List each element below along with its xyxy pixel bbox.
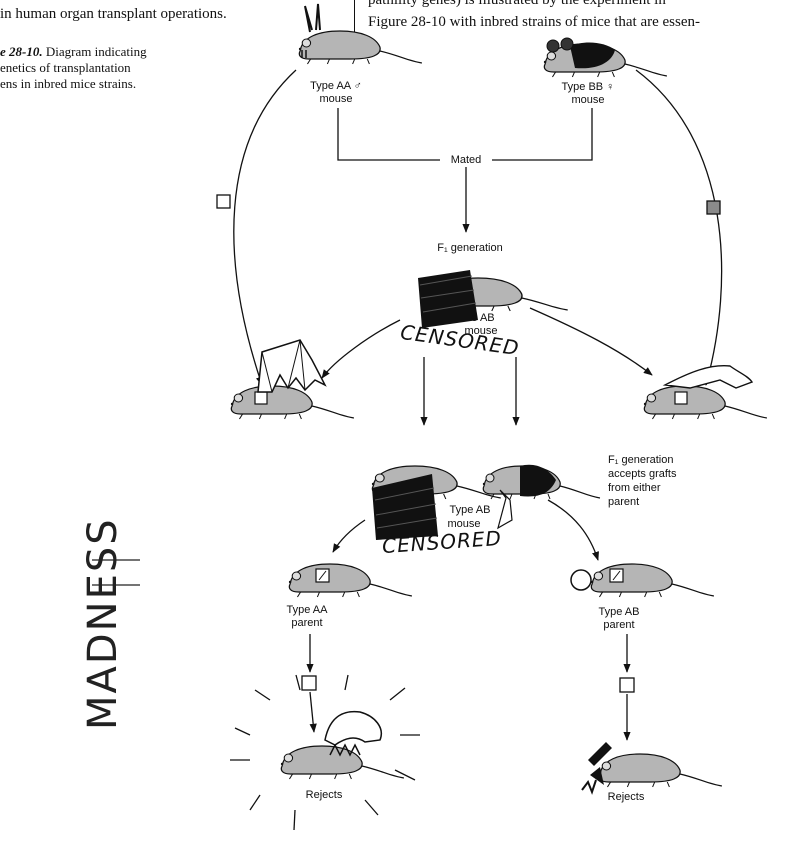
graft-square-bb [706,200,721,215]
label-type-aa-male: Type AA ♂ [310,80,362,92]
label-f1-accepts-1: F₁ generation [608,454,674,466]
label-type-aa-parent-sub: parent [291,617,323,629]
scrawl-graffiti: MADNESS [80,517,126,730]
label-type-ab-parent-sub: parent [603,619,635,631]
label-rejects-left: Rejects [305,789,343,801]
mouse-graft-right [643,364,768,420]
mouse-f1-ab-top [418,270,569,328]
label-type-aa-male-sub: mouse [319,93,353,105]
body-text-right-line2: Figure 28-10 with inbred strains of mice… [368,14,700,30]
label-type-ab-parent: Type AB [598,606,640,618]
label-f1-accepts-3: from either [608,482,661,494]
column-divider [354,0,355,38]
mouse-rejects-right [581,742,723,795]
mouse-type-aa-parent [288,563,413,598]
label-f1-accepts-2: accepts grafts [608,468,677,480]
label-type-ab-mid: Type AB [449,504,491,516]
label-type-bb-female-sub: mouse [571,94,605,106]
label-type-aa-parent: Type AA [286,604,328,616]
mouse-rejects-left [230,674,420,831]
label-f1-accepts-4: parent [608,496,640,508]
mouse-type-bb-female [543,37,668,78]
label-type-ab-top: e AB [471,312,495,324]
mouse-ab-middle-right [482,464,601,530]
label-type-ab-mid-sub: mouse [447,518,481,530]
label-rejects-right: Rejects [607,791,645,803]
graft-square-left-reject [301,675,317,691]
mouse-graft-left [230,339,355,420]
mouse-type-ab-parent [570,563,715,598]
mouse-type-aa-male [298,3,423,65]
figure-caption-line3: ens in inbred mice strains. [0,76,137,91]
figure-caption-line2: enetics of transplantation [0,60,131,75]
label-type-bb-female: Type BB ♀ [561,81,615,93]
graft-square-aa [216,194,231,209]
label-mated: Mated [440,154,492,167]
figure-caption-label: e 28-10. [0,44,43,59]
graft-square-right-reject [619,677,635,693]
figure-caption-line1: Diagram indicating [42,44,147,59]
mouse-ab-middle-left [371,465,502,540]
label-f1-generation: F₁ generation [437,242,503,254]
body-text-right-line1: pathility genes) is illustrated by the e… [368,0,666,8]
label-type-ab-top-sub: mouse [464,325,498,337]
figure-caption: e 28-10. Diagram indicating [0,44,147,59]
body-text-left: in human organ transplant operations. [0,6,227,22]
